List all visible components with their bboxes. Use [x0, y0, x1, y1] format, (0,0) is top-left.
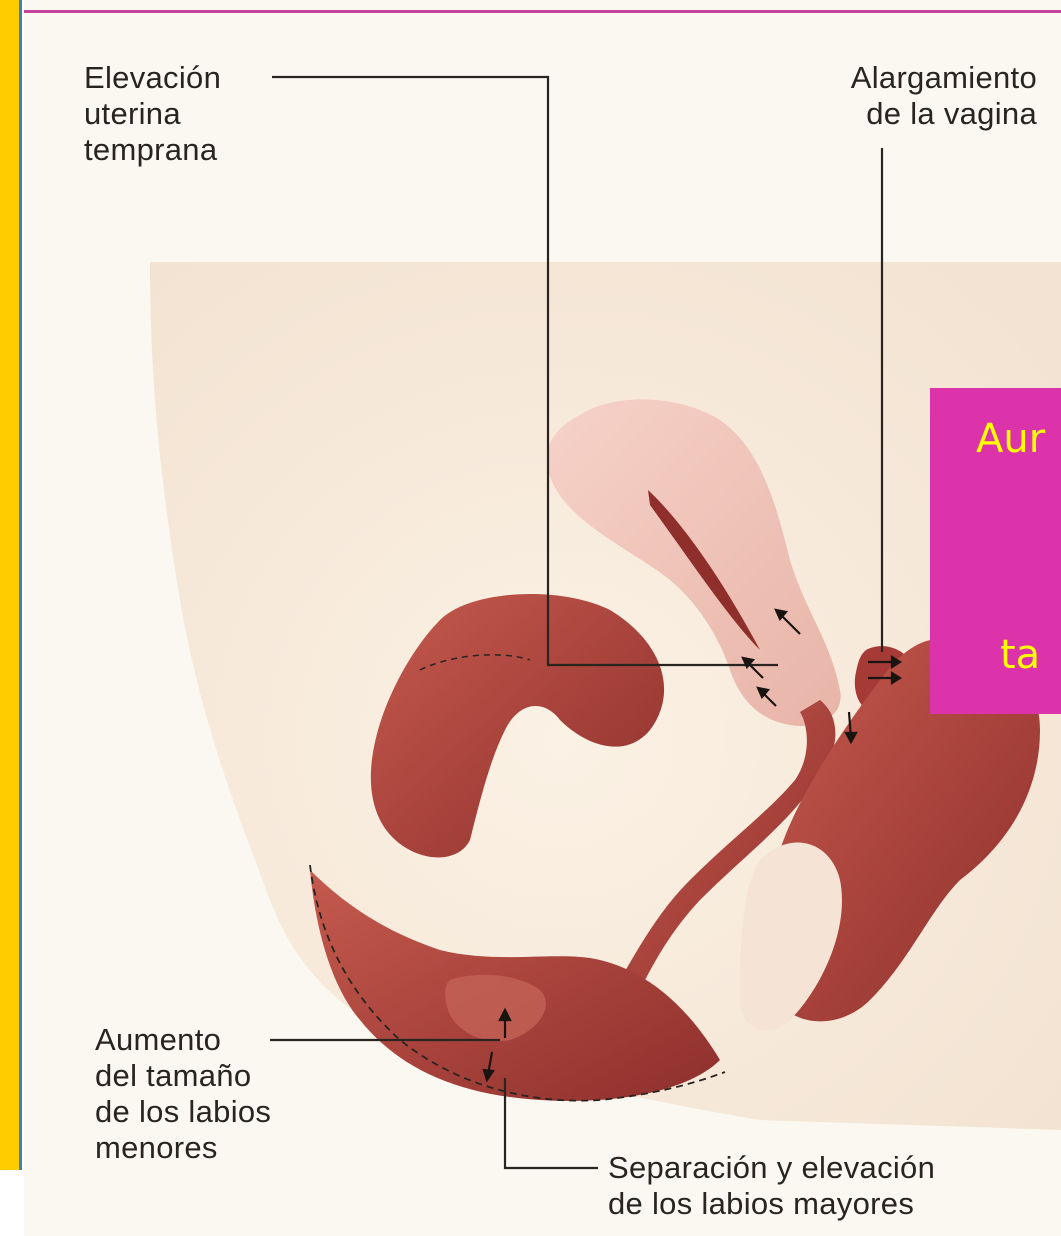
label-separacion-labios-mayores: Separación y elevación de los labios may… — [608, 1150, 935, 1222]
overlay-text-line1: Aur — [976, 416, 1045, 462]
overlay-text-line2: ta — [1000, 632, 1040, 678]
label-alargamiento-vagina: Alargamiento de la vagina — [851, 60, 1037, 132]
label-elevacion-uterina: Elevación uterina temprana — [84, 60, 221, 168]
label-aumento-labios-menores: Aumento del tamaño de los labios menores — [95, 1022, 271, 1166]
overlay-box: Aur ta — [930, 388, 1061, 714]
